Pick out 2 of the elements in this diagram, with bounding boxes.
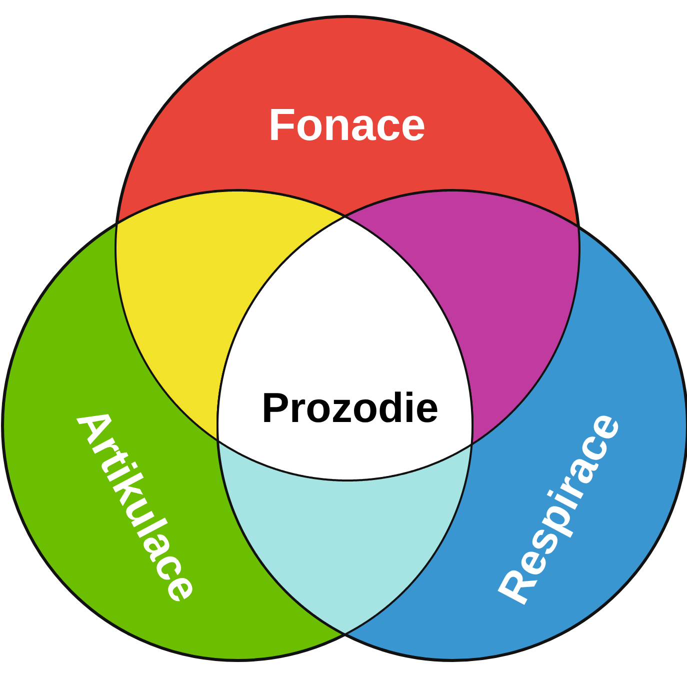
region-label: Fonace bbox=[268, 99, 426, 151]
region-label: Prozodie bbox=[261, 384, 439, 432]
